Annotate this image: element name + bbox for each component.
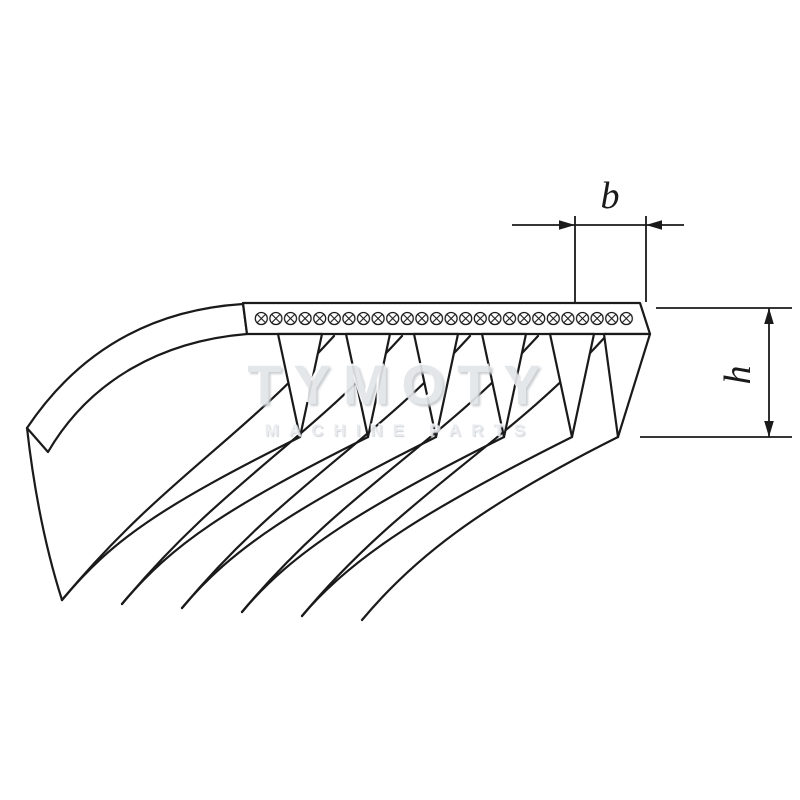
- rib-apex-curve: [120, 435, 370, 606]
- rib-apex-curve: [360, 435, 620, 622]
- belt-end-edge: [25, 426, 64, 602]
- tension-cord-pattern: [254, 308, 634, 328]
- belt-rib-tooth: [412, 332, 460, 439]
- dimension-b-group: b: [512, 175, 684, 302]
- belt-rib-tooth: [548, 332, 596, 439]
- belt-rib-tooth-edge: [602, 332, 652, 439]
- rib-apex-curve: [180, 435, 438, 610]
- rib-apex-curve: [60, 435, 302, 602]
- dimension-b-arrow-right: [646, 220, 662, 230]
- dimension-b-arrow-left: [559, 220, 575, 230]
- dimension-h-arrow-top: [764, 308, 774, 324]
- belt-rib-tooth: [344, 332, 392, 439]
- belt-rib-teeth: [276, 332, 652, 439]
- rib-apex-curve: [240, 435, 506, 614]
- belt-rib-tooth: [276, 332, 324, 439]
- dimension-b-label: b: [601, 175, 620, 217]
- belt-rib-tooth: [480, 332, 528, 439]
- belt-cross-section: [241, 301, 652, 439]
- dimension-h-group: h: [640, 307, 792, 438]
- rib-apex-curve: [300, 435, 574, 618]
- dimension-h-label: h: [717, 366, 759, 385]
- belt-back-band: [25, 302, 249, 454]
- dimension-h-arrow-bottom: [764, 421, 774, 437]
